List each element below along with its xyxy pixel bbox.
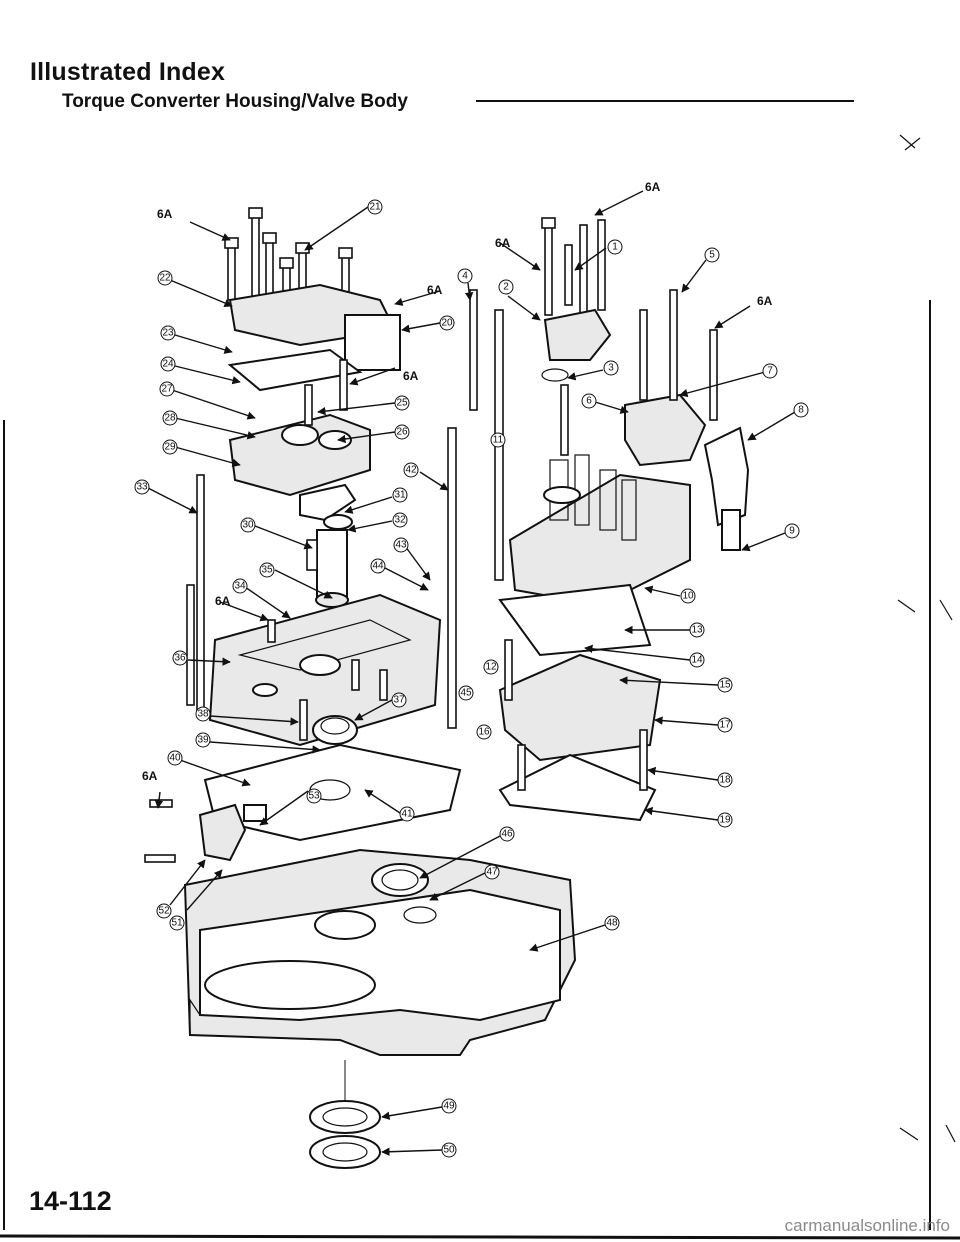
callout-22: 22	[159, 273, 171, 284]
callout-6: 6	[586, 396, 592, 407]
callout-50: 50	[443, 1145, 455, 1156]
shaft-assembly	[186, 427, 457, 729]
callout-11: 11	[493, 435, 504, 446]
callout-28: 28	[164, 413, 176, 424]
callout-26: 26	[396, 427, 408, 438]
callout-1: 1	[612, 242, 618, 253]
upper-left-valve-body	[224, 207, 401, 497]
callout-53: 53	[308, 791, 320, 802]
callout-43: 43	[395, 540, 407, 551]
callout-19: 19	[719, 815, 731, 826]
callout-34: 34	[234, 581, 246, 592]
callout-8: 8	[798, 405, 804, 416]
section-subtitle: Torque Converter Housing/Valve Body	[62, 91, 408, 112]
torque-label: 6A	[427, 283, 443, 297]
callout-48: 48	[606, 918, 618, 929]
callout-32: 32	[394, 515, 406, 526]
callout-7: 7	[767, 366, 773, 377]
header-rule	[476, 100, 854, 102]
callout-45: 45	[460, 688, 472, 699]
callout-27: 27	[161, 384, 173, 395]
callout-15: 15	[719, 680, 731, 691]
torque-label: 6A	[215, 594, 231, 608]
callout-36: 36	[174, 653, 186, 664]
callout-10: 10	[682, 591, 694, 602]
callout-42: 42	[405, 465, 417, 476]
torque-label: 6A	[142, 769, 158, 783]
torque-label: 6A	[645, 180, 661, 194]
callout-35: 35	[261, 565, 273, 576]
callout-23: 23	[162, 328, 174, 339]
callout-markers: 1 2 3 4 5 6 7 8 9 10 11 12 13 14 15 16 1…	[134, 199, 809, 1158]
torque-labels: 6A 6A 6A 6A 6A 6A 6A 6A	[142, 180, 773, 783]
torque-label: 6A	[495, 236, 511, 250]
torque-label: 6A	[157, 207, 173, 221]
callout-12: 12	[485, 662, 497, 673]
watermark: carmanualsonline.info	[784, 1216, 950, 1235]
callout-33: 33	[136, 482, 148, 493]
callout-30: 30	[242, 520, 254, 531]
page-number: 14-112	[29, 1186, 112, 1216]
callout-14: 14	[691, 655, 703, 666]
callout-9: 9	[789, 526, 795, 537]
callout-13: 13	[691, 625, 703, 636]
torque-label: 6A	[757, 294, 773, 308]
callout-49: 49	[443, 1101, 455, 1112]
callout-4: 4	[462, 271, 468, 282]
callout-52: 52	[158, 906, 170, 917]
callout-3: 3	[608, 363, 614, 374]
right-valve-body	[469, 217, 750, 822]
callout-24: 24	[162, 359, 174, 370]
callout-41: 41	[401, 809, 413, 820]
torque-label: 6A	[403, 369, 419, 383]
callout-18: 18	[719, 775, 731, 786]
callout-29: 29	[164, 442, 176, 453]
callout-16: 16	[478, 727, 490, 738]
callout-17: 17	[719, 720, 731, 731]
callout-46: 46	[501, 829, 513, 840]
callout-47: 47	[486, 867, 498, 878]
callout-37: 37	[393, 695, 405, 706]
callout-20: 20	[441, 318, 453, 329]
callout-51: 51	[171, 918, 183, 929]
callout-38: 38	[197, 709, 209, 720]
callout-25: 25	[396, 398, 408, 409]
callout-40: 40	[169, 753, 181, 764]
sensor-bracket	[144, 799, 267, 863]
leader-lines	[147, 190, 796, 1156]
torque-converter-housing	[183, 848, 577, 1169]
lower-left-valve-body	[203, 593, 462, 842]
callout-39: 39	[197, 735, 209, 746]
callout-31: 31	[394, 490, 406, 501]
binding-marks	[0, 134, 960, 1240]
callout-21: 21	[369, 202, 381, 213]
callout-5: 5	[709, 250, 715, 261]
callout-44: 44	[372, 561, 384, 572]
page-title: Illustrated Index	[30, 58, 226, 86]
callout-2: 2	[503, 282, 509, 293]
